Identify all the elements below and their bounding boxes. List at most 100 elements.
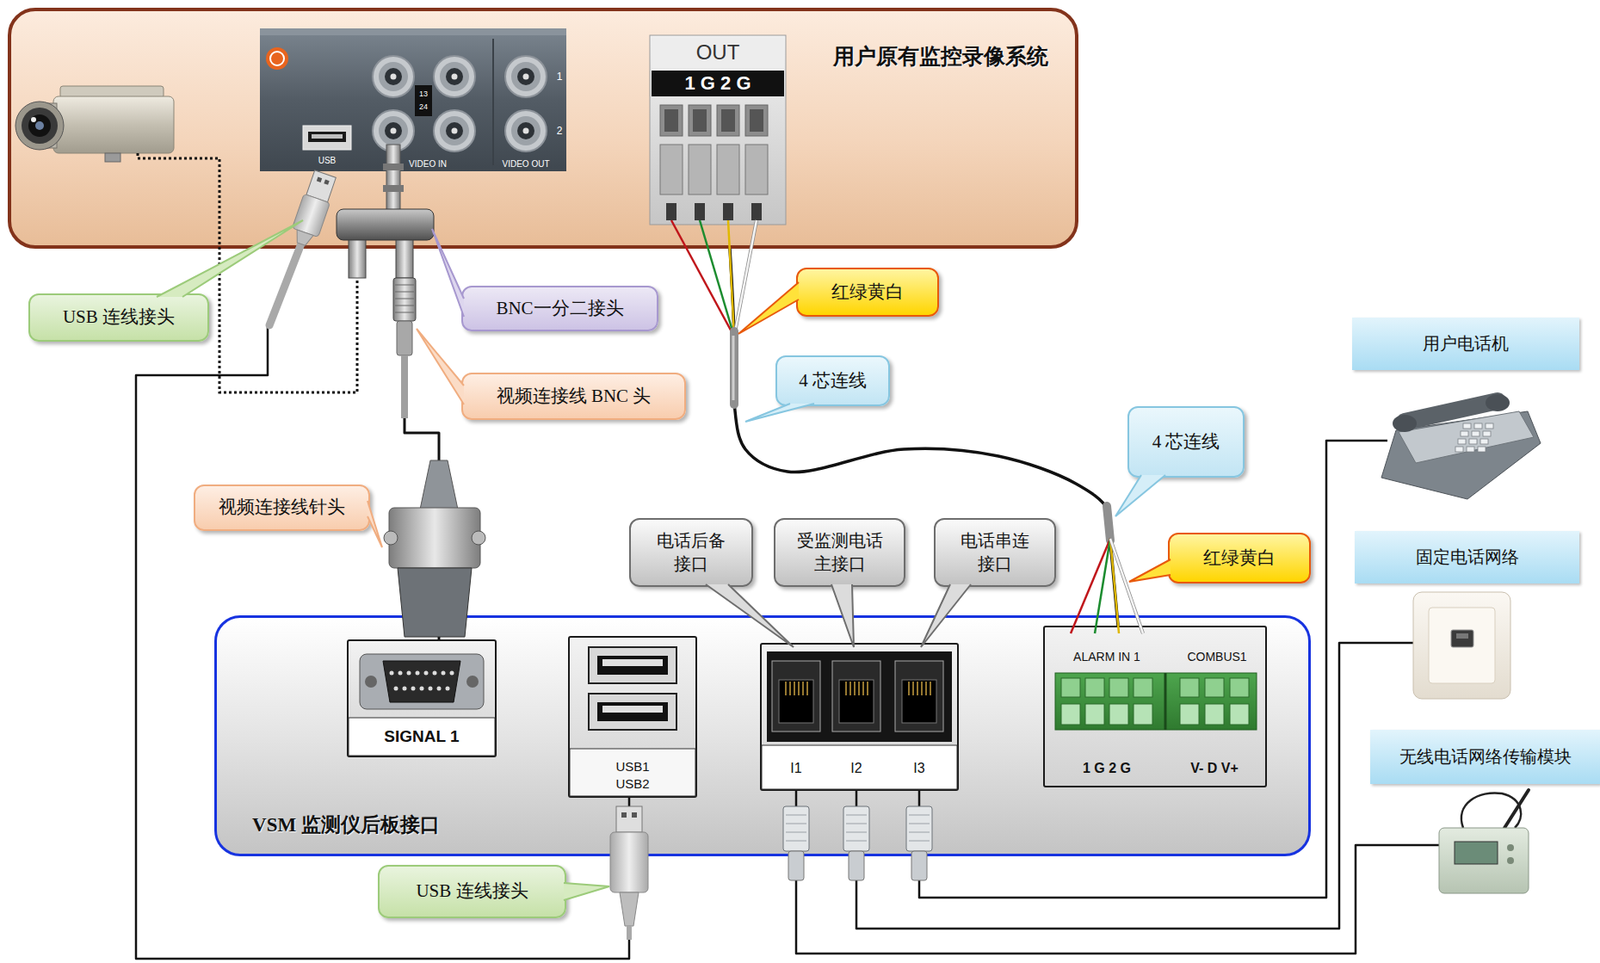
- usb-socket-tongue: [602, 705, 663, 713]
- rj-contact: [908, 681, 910, 696]
- phone-key: [1482, 431, 1491, 437]
- callout-box: 红绿黄白: [1167, 532, 1311, 584]
- text-slot: VSM 监测仪后板接口: [216, 807, 476, 842]
- phone-key: [1485, 423, 1494, 429]
- phone-wire: [1352, 439, 1388, 443]
- phone-earpiece: [1392, 414, 1417, 433]
- terminal-screw: [721, 109, 736, 132]
- callout-tail-edge: [705, 584, 794, 648]
- bnc-splitter-leg: [348, 240, 366, 278]
- bnc-pin: [390, 128, 397, 135]
- cable-sheath-shine: [732, 335, 736, 401]
- phone-face: [1398, 411, 1534, 464]
- port-panel: USB1USB2: [568, 636, 698, 798]
- rj-contact: [845, 681, 847, 696]
- bnc-splitter-leg: [395, 240, 414, 278]
- channel-tag: [414, 85, 433, 117]
- terminal-entry: [716, 144, 740, 195]
- antenna-cable: [1461, 792, 1521, 828]
- cable-sheath: [729, 331, 739, 405]
- usb-plug-body: [291, 193, 330, 237]
- phone-handset: [1404, 401, 1498, 422]
- terminal-slot: [666, 203, 677, 221]
- wire-outline: [734, 220, 757, 337]
- bnc-splitter-ring: [383, 185, 404, 192]
- camera-video-line: [137, 153, 358, 393]
- bnc-port: [439, 61, 470, 92]
- usb-port-tongue: [311, 134, 343, 139]
- callout-tail-edge: [416, 328, 464, 405]
- bnc-port: [378, 116, 408, 146]
- rj-plug-rib: [908, 832, 930, 834]
- module-button: [1507, 857, 1514, 865]
- terminal-block-green: [1055, 673, 1257, 730]
- dvr-panel-edge: [259, 28, 567, 36]
- rj-plug: [783, 806, 810, 852]
- terminal-well: [660, 105, 683, 136]
- dsub-pin: [398, 671, 403, 676]
- callout-tail: [563, 883, 610, 901]
- callout-box: USB 连线接头: [28, 293, 210, 342]
- panel-text: 1 G 2 G: [1082, 760, 1131, 777]
- callout-text: USB 连线接头: [415, 880, 528, 902]
- usb-plug-boot: [293, 229, 314, 248]
- usb-plug-hole: [631, 812, 637, 818]
- terminal-screw: [692, 109, 707, 132]
- panel-label: 24: [419, 102, 428, 112]
- phone-line: [796, 790, 1371, 954]
- callout-tail: [1129, 559, 1171, 582]
- terminal-entry: [660, 144, 683, 195]
- rj-contact: [858, 681, 860, 696]
- callout-tail: [432, 228, 464, 317]
- bnc-port: [372, 110, 414, 152]
- device-group: 用户电话机: [1352, 317, 1580, 504]
- dsub-face: [383, 661, 461, 703]
- panel-text: I3: [913, 760, 925, 777]
- label-slot: OUT: [588, 35, 847, 70]
- label-slot: 1 G 2 G: [588, 66, 847, 101]
- module-wire: [1370, 844, 1441, 847]
- callout-text: 电话后备 接口: [653, 529, 729, 576]
- callout-tail-edge: [920, 584, 971, 648]
- terminal-screw: [1109, 678, 1129, 698]
- db15-plug-shell: [389, 507, 481, 569]
- db15-thumbscrew: [471, 531, 486, 545]
- db15-plug-boot: [420, 460, 458, 510]
- bnc-port: [384, 67, 402, 86]
- dsub-pin: [437, 686, 442, 692]
- colored-wire: [734, 220, 757, 337]
- terminal-block: [649, 35, 786, 225]
- callout-text: 视频连接线针头: [218, 496, 346, 519]
- dvr-logo: [270, 51, 285, 66]
- callout-tail: [367, 500, 383, 548]
- usb-socket: [588, 693, 677, 730]
- text-slot: 用户原有监控录像系统: [811, 38, 1070, 74]
- panel-label: 13: [419, 89, 428, 99]
- bnc-pin: [523, 74, 530, 81]
- module-body: [1439, 827, 1529, 894]
- header-band: 固定电话网络: [1354, 531, 1580, 584]
- panel-divider: [492, 38, 495, 166]
- callout-tail: [738, 282, 799, 334]
- wall-socket: [1413, 592, 1511, 699]
- camera-lens: [28, 114, 51, 137]
- panel-label: 1 G 2 G: [684, 72, 751, 95]
- bnc-port: [517, 122, 535, 140]
- header-band: 用户电话机: [1352, 317, 1580, 371]
- usb-plug-head: [306, 170, 336, 203]
- terminal-slot: [722, 203, 734, 221]
- rj-contact: [789, 681, 791, 696]
- bnc-port: [445, 67, 464, 86]
- bnc-cable-boot: [396, 321, 413, 356]
- colored-wire: [1110, 538, 1119, 634]
- panel-text: SIGNAL 1: [383, 727, 459, 747]
- usb-cable: [135, 248, 630, 959]
- rj-plug-rib: [908, 823, 930, 825]
- colored-wire: [699, 220, 735, 337]
- wall-socket-jack: [1451, 630, 1474, 648]
- wall-socket-plate: [1428, 607, 1495, 684]
- rj-contact: [793, 681, 796, 696]
